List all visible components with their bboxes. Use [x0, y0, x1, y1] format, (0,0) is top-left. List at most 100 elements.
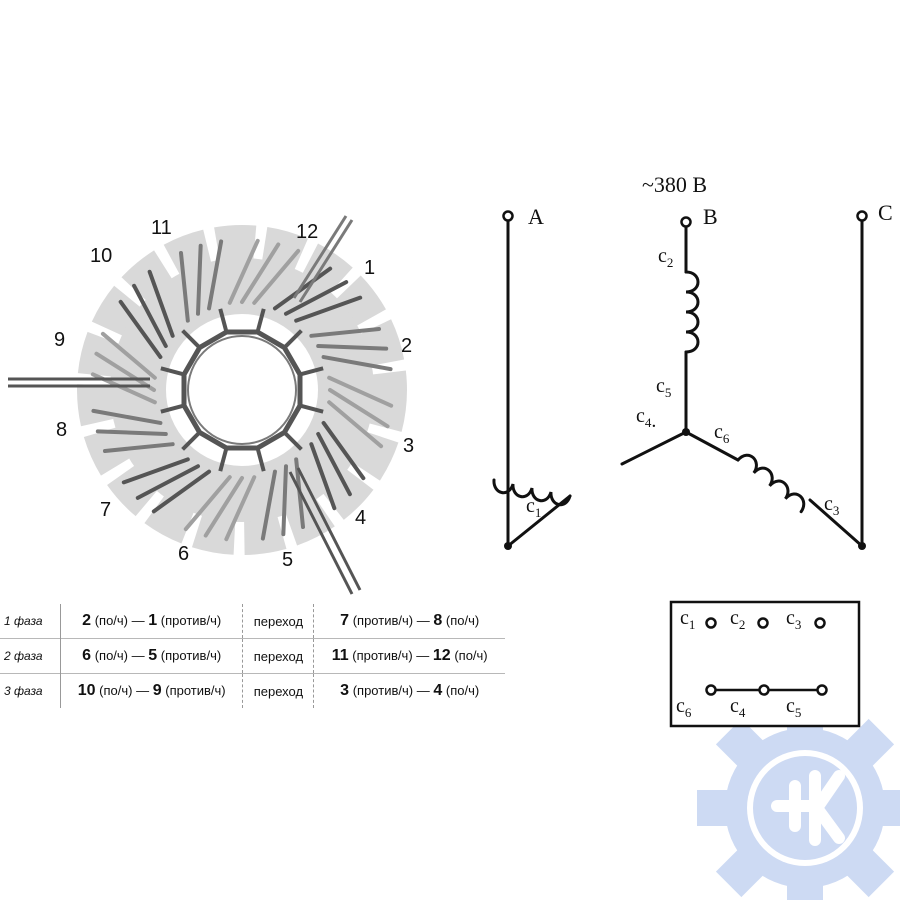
box-label-c3: c3	[786, 607, 801, 632]
phase-table: 1 фаза 2 (по/ч) — 1 (против/ч) переход 7…	[0, 604, 505, 708]
coil-end-c2: c2	[658, 245, 673, 270]
winding-stroke	[240, 242, 281, 304]
winding-stroke	[284, 280, 349, 316]
winding-stroke	[328, 388, 390, 429]
phase-label: 1 фаза	[0, 604, 61, 639]
slot-label-10: 10	[90, 245, 112, 267]
end-turn	[256, 449, 266, 472]
coil-end-c1: c1	[526, 495, 541, 520]
wire-star-right	[684, 430, 740, 462]
node-c	[858, 542, 866, 550]
star-node	[682, 428, 690, 436]
end-turn	[301, 404, 324, 414]
winding-stroke	[183, 475, 232, 532]
phase-label: 2 фаза	[0, 638, 61, 674]
slot-label-12: 12	[296, 221, 318, 243]
winding-stroke	[207, 239, 224, 311]
second-pair: 3 (против/ч) — 4 (по/ч)	[313, 673, 505, 708]
lead-wire-bottom	[288, 471, 354, 595]
second-pair: 11 (против/ч) — 12 (по/ч)	[313, 638, 505, 674]
first-pair: 2 (по/ч) — 1 (против/ч)	[82, 612, 222, 629]
winding-stroke	[94, 351, 156, 392]
table-row: 1 фаза 2 (по/ч) — 1 (против/ч) переход 7…	[0, 604, 505, 639]
winding-stroke	[309, 326, 382, 338]
winding-stroke	[147, 269, 175, 338]
lead-wire-top	[298, 219, 354, 303]
winding-stroke	[132, 283, 168, 348]
end-turn	[301, 366, 324, 376]
terminal-a-dot	[502, 210, 514, 222]
winding-stroke	[227, 238, 260, 305]
box-label-c6: c6	[676, 695, 692, 720]
coil-b	[684, 270, 700, 354]
bore-ring	[181, 329, 303, 451]
winding-stroke	[321, 355, 393, 372]
end-turn	[160, 366, 183, 376]
slot-label-6: 6	[178, 543, 189, 565]
coil-end-c4: c4.	[636, 405, 656, 432]
wire-c-end	[808, 498, 864, 548]
winding-stroke	[224, 475, 257, 542]
end-turn	[256, 308, 266, 331]
winding-stroke	[316, 432, 352, 497]
winding-stroke	[252, 248, 301, 305]
coil-c	[736, 453, 806, 514]
winding-stroke	[121, 457, 190, 485]
transition-label: переход	[242, 604, 315, 639]
winding-stroke	[135, 464, 200, 500]
end-turn	[218, 449, 228, 472]
winding-stroke	[316, 344, 389, 351]
winding-stroke	[321, 420, 366, 481]
second-pair: 7 (против/ч) — 8 (по/ч)	[340, 612, 480, 629]
box-terminal-c4	[758, 684, 770, 696]
winding-stroke	[151, 469, 212, 514]
winding-stroke	[327, 400, 384, 449]
winding-stroke	[272, 266, 333, 311]
end-turn	[284, 329, 303, 348]
slot-label-2: 2	[401, 335, 412, 357]
terminal-c-label: C	[878, 200, 893, 225]
rotor-bore	[187, 335, 297, 445]
winding-stroke	[260, 469, 277, 541]
winding-stroke	[294, 295, 363, 323]
table-row: 2 фаза 6 (по/ч) — 5 (против/ч) переход 1…	[0, 638, 505, 674]
box-label-c2: c2	[730, 607, 745, 632]
box-label-c5: c5	[786, 695, 801, 720]
wire-star-left	[620, 430, 688, 466]
stator-teeth	[110, 258, 374, 522]
slot-label-9: 9	[54, 329, 65, 351]
end-turn	[160, 404, 183, 414]
box-terminal-c2	[757, 617, 769, 629]
winding-stroke	[178, 250, 190, 323]
end-turn	[181, 329, 200, 348]
coil-a	[492, 478, 572, 507]
coil-end-c6: c6	[714, 421, 730, 446]
coil-end-c5: c5	[656, 375, 671, 400]
coil-end-c3: c3	[824, 493, 839, 518]
phase-label: 3 фаза	[0, 673, 61, 708]
box-terminal-c6	[705, 684, 717, 696]
box-label-c1: c1	[680, 607, 695, 632]
end-turn	[181, 432, 200, 451]
box-terminal-c1	[705, 617, 717, 629]
terminal-b-label: B	[703, 204, 718, 229]
slot-label-8: 8	[56, 419, 67, 441]
slot-label-4: 4	[355, 507, 366, 529]
box-terminal-c3	[814, 617, 826, 629]
winding-stroke	[281, 464, 288, 537]
terminal-a-label: A	[528, 204, 544, 229]
terminal-c-dot	[856, 210, 868, 222]
first-pair: 6 (по/ч) — 5 (против/ч)	[60, 638, 243, 674]
lead-wire-top	[292, 215, 348, 299]
slot-label-1: 1	[364, 257, 375, 279]
node-a	[504, 542, 512, 550]
winding-stroke	[327, 375, 394, 408]
winding-stroke	[203, 476, 244, 538]
box-terminal-c5	[816, 684, 828, 696]
lead-wire-bottom	[296, 467, 362, 591]
slot-label-3: 3	[403, 435, 414, 457]
